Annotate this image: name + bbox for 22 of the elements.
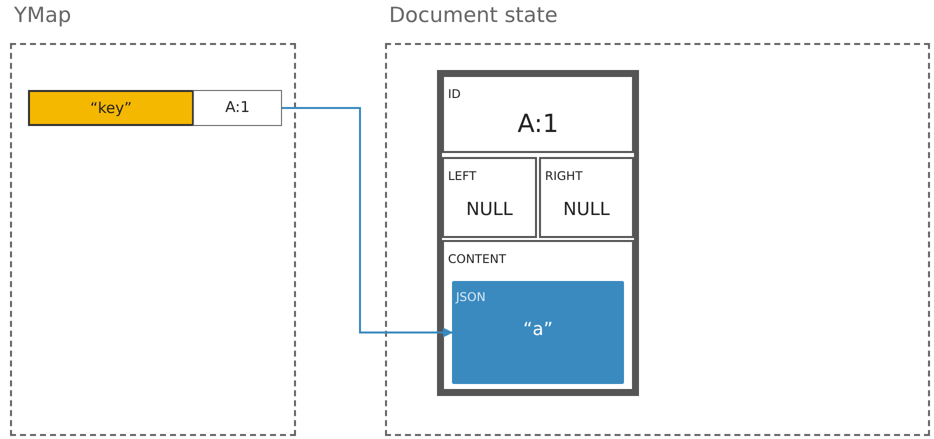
field-cell — [442, 75, 634, 153]
field-label: CONTENT — [448, 252, 506, 266]
cell-text: A:1 — [224, 98, 251, 116]
field-cell — [539, 157, 634, 238]
group-title: YMap — [14, 3, 72, 27]
field-value: A:1 — [516, 109, 560, 138]
field-value: “a” — [522, 319, 554, 340]
arrow — [282, 107, 453, 338]
value-cell — [193, 90, 282, 126]
field-value: NULL — [465, 199, 514, 220]
key-cell — [28, 90, 194, 126]
field-label: JSON — [456, 290, 486, 304]
group-title: Document state — [389, 3, 558, 27]
field-label: RIGHT — [545, 169, 583, 183]
field-value: NULL — [562, 199, 611, 220]
field-label: LEFT — [448, 169, 476, 183]
field-cell — [442, 157, 537, 238]
json-content-box — [452, 281, 624, 384]
item-record-box — [437, 70, 639, 396]
field-label: ID — [448, 87, 461, 101]
field-cell — [442, 240, 634, 391]
cell-text: “key” — [89, 99, 133, 117]
